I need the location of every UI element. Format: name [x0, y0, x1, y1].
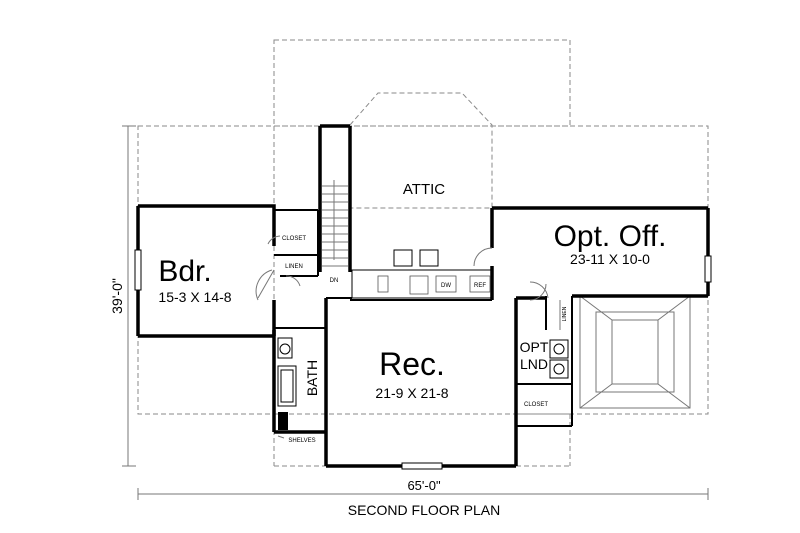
bath-label: BATH: [304, 360, 320, 396]
plan-title: SECOND FLOOR PLAN: [348, 502, 500, 518]
porch-roof: [579, 295, 691, 409]
closet-bedroom-label: CLOSET: [282, 236, 306, 242]
laundry-label-line2: LND: [520, 356, 548, 372]
depth-dimension: 39'-0": [109, 278, 125, 314]
attic-label: ATTIC: [403, 181, 445, 198]
walls: [136, 124, 710, 468]
bedroom-size: 15-3 X 14-8: [158, 289, 231, 305]
width-dimension: 65'-0": [407, 478, 441, 493]
linen-label: LINEN: [285, 264, 303, 270]
closet-laundry-label: CLOSET: [524, 402, 548, 408]
office-name: Opt. Off.: [554, 220, 667, 253]
dn-label: DN: [330, 278, 339, 284]
rec-name: Rec.: [379, 346, 445, 382]
fixtures: [134, 180, 712, 470]
laundry-label-line1: OPT: [520, 339, 549, 355]
bedroom-name: Bdr.: [158, 255, 211, 288]
rec-size: 21-9 X 21-8: [375, 385, 448, 401]
office-size: 23-11 X 10-0: [570, 251, 650, 267]
shelves-label: SHELVES: [288, 438, 315, 444]
linen-small-label: LINEN: [562, 306, 568, 321]
dw-label: DW: [441, 283, 451, 289]
ref-label: REF: [474, 283, 486, 289]
dimension-lines: [122, 125, 709, 500]
shelf-block: [278, 412, 288, 430]
